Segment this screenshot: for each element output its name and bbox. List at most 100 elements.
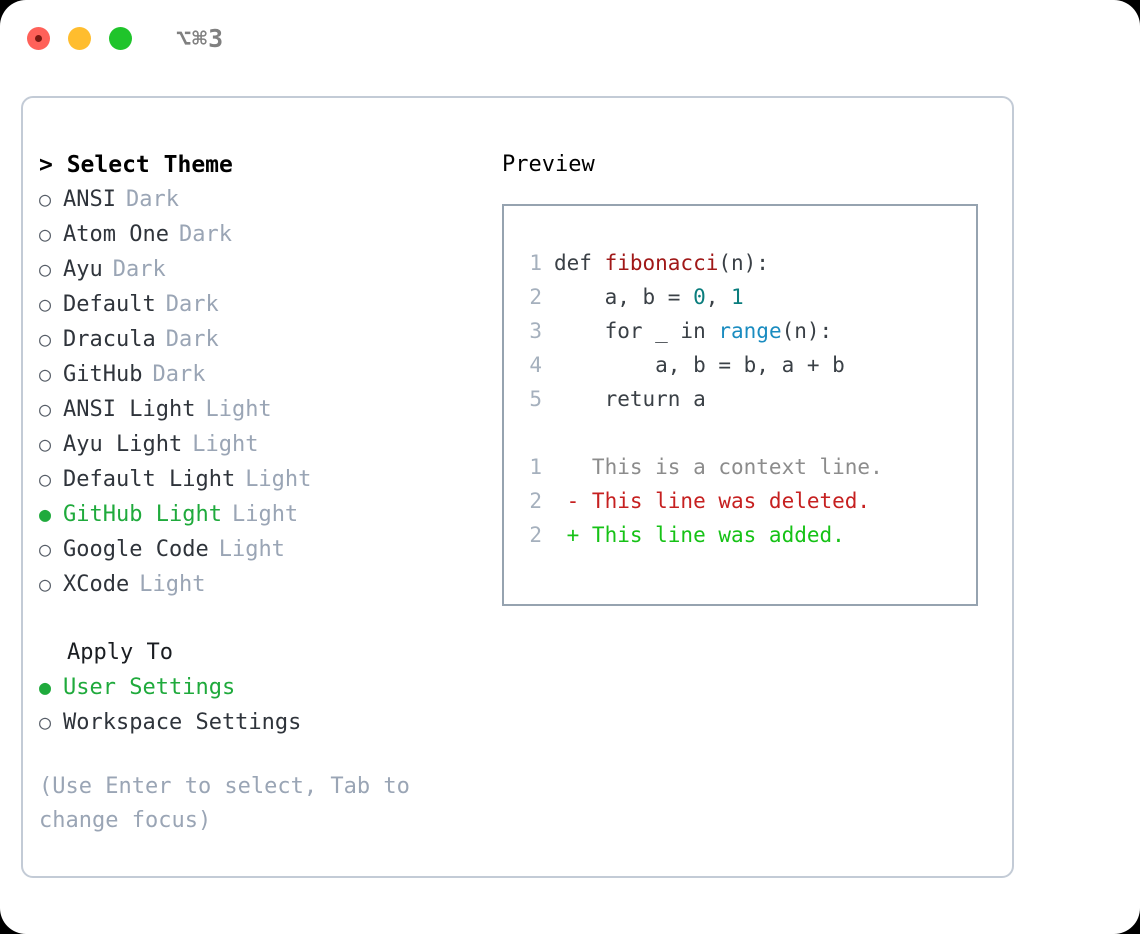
radio-unselected-icon[interactable]: ○: [39, 362, 52, 386]
theme-list-item[interactable]: ○ ANSI Dark: [39, 182, 479, 217]
line-number: 2: [529, 523, 542, 547]
maximize-window-icon[interactable]: [109, 26, 132, 50]
theme-name: Ayu Light: [63, 432, 183, 457]
apply-to-option[interactable]: ● User Settings: [39, 670, 479, 705]
code-text: def fibonacci(n):: [554, 246, 769, 280]
keyboard-shortcut-label: ⌥⌘3: [176, 23, 225, 53]
preview-title: Preview: [502, 152, 595, 177]
apply-to-heading: Apply To: [67, 640, 173, 665]
spacer: [516, 416, 976, 450]
code-text: a, b = 0, 1: [554, 280, 744, 314]
radio-unselected-icon[interactable]: ○: [39, 257, 52, 281]
theme-list-item[interactable]: ○ Default Light Light: [39, 462, 479, 497]
theme-name: Default Light: [63, 467, 236, 492]
radio-unselected-icon[interactable]: ○: [39, 327, 52, 351]
radio-unselected-icon[interactable]: ○: [39, 187, 52, 211]
line-number: 1: [529, 251, 542, 275]
radio-unselected-icon[interactable]: ○: [39, 710, 52, 734]
code-token: for _ in: [554, 319, 719, 343]
apply-to-list: ● User Settings ○ Workspace Settings: [39, 670, 479, 740]
code-text: return a: [554, 382, 706, 416]
radio-selected-icon[interactable]: ●: [39, 675, 52, 699]
code-token: 1: [731, 285, 744, 309]
theme-name: Dracula: [63, 327, 156, 352]
theme-variant-badge: Light: [245, 467, 312, 492]
radio-unselected-icon[interactable]: ○: [39, 432, 52, 456]
radio-unselected-icon[interactable]: ○: [39, 292, 52, 316]
code-token: a, b =: [554, 285, 694, 309]
theme-list-item[interactable]: ○ Ayu Light Light: [39, 427, 479, 462]
theme-variant-badge: Light: [218, 537, 285, 562]
line-number: 3: [529, 319, 542, 343]
code-line: 1 def fibonacci(n):: [516, 246, 976, 280]
spacer: [39, 740, 479, 770]
code-token: return a: [554, 387, 706, 411]
theme-list-item[interactable]: ○ Ayu Dark: [39, 252, 479, 287]
radio-unselected-icon[interactable]: ○: [39, 572, 52, 596]
theme-name: ANSI Light: [63, 397, 196, 422]
code-line: 4 a, b = b, a + b: [516, 348, 976, 382]
line-number: 4: [529, 353, 542, 377]
apply-to-label: Workspace Settings: [63, 710, 302, 735]
code-token: (n):: [781, 319, 833, 343]
radio-unselected-icon[interactable]: ○: [39, 397, 52, 421]
keyboard-hint-text: (Use Enter to select, Tab to change focu…: [39, 774, 410, 833]
theme-variant-badge: Dark: [112, 257, 166, 282]
theme-list-item[interactable]: ○ Dracula Dark: [39, 322, 479, 357]
code-token: def: [554, 251, 605, 275]
diff-line: 2 - This line was deleted.: [516, 484, 976, 518]
radio-unselected-icon[interactable]: ○: [39, 222, 52, 246]
diff-line: 2 + This line was added.: [516, 518, 976, 552]
code-token: ,: [705, 285, 732, 309]
theme-variant-badge: Light: [231, 502, 299, 527]
theme-variant-badge: Dark: [165, 327, 219, 352]
code-text: a, b = b, a + b: [554, 348, 845, 382]
select-theme-heading: > Select Theme: [39, 152, 233, 178]
diff-text: - This line was deleted.: [554, 489, 871, 513]
theme-list-item[interactable]: ○ Google Code Light: [39, 532, 479, 567]
theme-variant-badge: Light: [139, 572, 206, 597]
code-token: range: [718, 319, 782, 343]
code-line: 3 for _ in range(n):: [516, 314, 976, 348]
line-number: 2: [529, 285, 542, 309]
code-text: for _ in range(n):: [554, 314, 833, 348]
spacer: [39, 602, 479, 636]
code-token: (n):: [718, 251, 769, 275]
line-number: 2: [529, 489, 542, 513]
apply-to-option[interactable]: ○ Workspace Settings: [39, 705, 479, 740]
code-token: fibonacci: [604, 251, 719, 275]
theme-variant-badge: Dark: [152, 362, 206, 387]
theme-variant-badge: Dark: [178, 222, 232, 247]
theme-list-item[interactable]: ○ XCode Light: [39, 567, 479, 602]
theme-name: Ayu: [63, 257, 103, 282]
theme-variant-badge: Dark: [125, 187, 179, 212]
theme-name: ANSI: [63, 187, 116, 212]
diff-sample: 1 This is a context line.2 - This line w…: [516, 450, 976, 552]
close-window-icon[interactable]: [27, 26, 50, 50]
radio-selected-icon[interactable]: ●: [39, 502, 52, 526]
title-bar: ⌥⌘3: [0, 0, 1140, 76]
theme-variant-badge: Light: [192, 432, 259, 457]
line-number: 5: [529, 387, 542, 411]
theme-name: Google Code: [63, 537, 209, 562]
theme-name: XCode: [63, 572, 130, 597]
minimize-window-icon[interactable]: [68, 26, 91, 50]
radio-unselected-icon[interactable]: ○: [39, 537, 52, 561]
radio-unselected-icon[interactable]: ○: [39, 467, 52, 491]
code-token: 0: [693, 285, 706, 309]
apply-to-label: User Settings: [63, 675, 236, 700]
theme-variant-badge: Dark: [165, 292, 219, 317]
